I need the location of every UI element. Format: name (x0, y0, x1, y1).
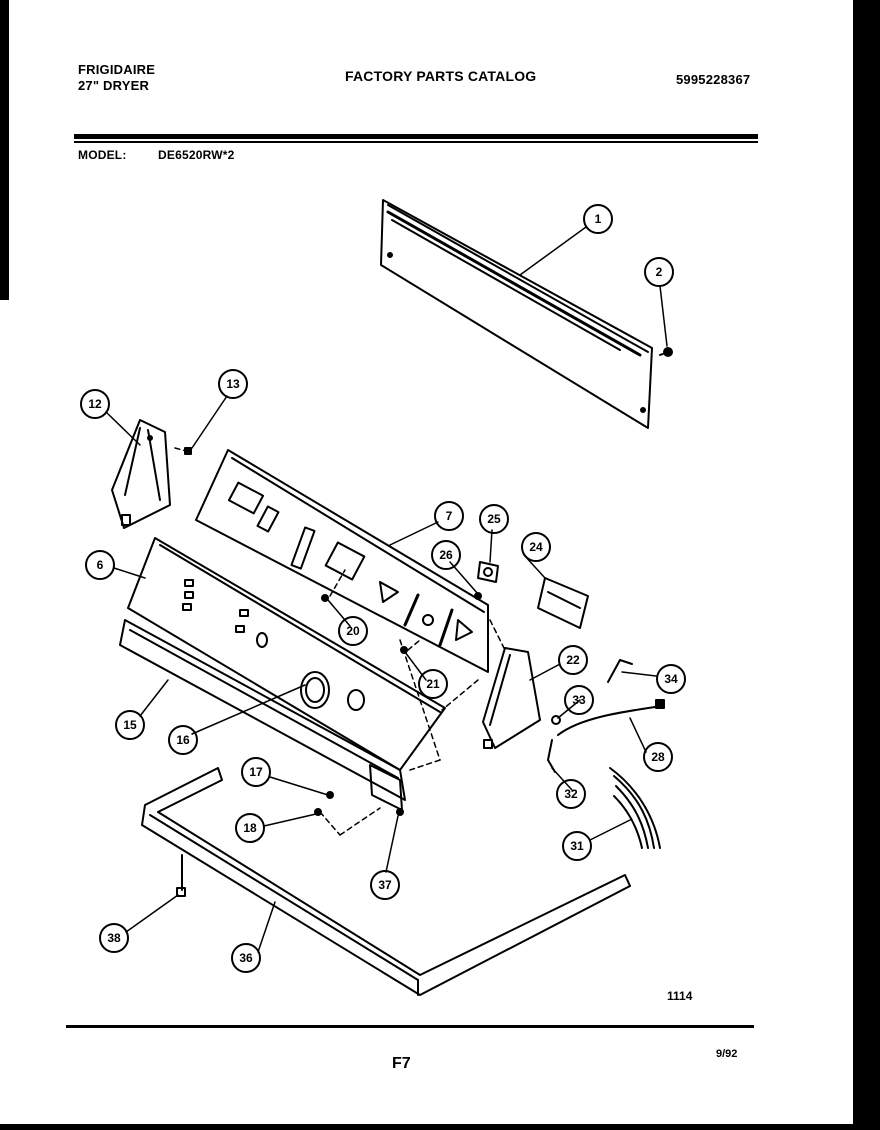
svg-text:28: 28 (651, 750, 665, 764)
assembly-guides (174, 447, 506, 836)
svg-text:36: 36 (239, 951, 253, 965)
callout-15: 15 (115, 710, 145, 740)
svg-text:1: 1 (595, 212, 602, 226)
brand-block: FRIGIDAIRE 27" DRYER (78, 62, 155, 94)
scan-edge-bottom (0, 1124, 880, 1130)
part-25-switch (477, 561, 499, 583)
part-36-top-frame (141, 767, 631, 996)
callout-20: 20 (338, 616, 368, 646)
part-31-wire-harness (609, 767, 661, 849)
svg-text:37: 37 (378, 878, 392, 892)
callout-21: 21 (418, 669, 448, 699)
footer-rule (66, 1025, 754, 1028)
svg-text:26: 26 (439, 548, 453, 562)
callout-22: 22 (558, 645, 588, 675)
part-1-top-panel (380, 199, 653, 429)
part-38-clip (176, 854, 186, 897)
part-34-bracket (607, 659, 633, 683)
part-20-clip (321, 594, 329, 602)
callout-33: 33 (564, 685, 594, 715)
callout-24: 24 (521, 532, 551, 562)
part-12-end-cap-left (111, 419, 171, 529)
catalog-title: FACTORY PARTS CATALOG (345, 68, 537, 84)
callout-6: 6 (85, 550, 115, 580)
brand-name: FRIGIDAIRE (78, 62, 156, 77)
svg-text:20: 20 (346, 624, 360, 638)
svg-text:21: 21 (426, 677, 440, 691)
callout-26: 26 (431, 540, 461, 570)
leader-lines (105, 226, 668, 953)
part-7-control-panel (195, 449, 489, 673)
model-value: DE6520RW*2 (158, 148, 235, 162)
svg-text:33: 33 (572, 693, 586, 707)
catalog-date: 9/92 (716, 1048, 738, 1060)
product-name: 27" DRYER (78, 78, 150, 93)
page-number: F7 (392, 1055, 411, 1072)
header-rule (74, 134, 758, 139)
part-6-console (127, 537, 446, 771)
svg-text:38: 38 (107, 931, 121, 945)
part-32-terminal (547, 739, 556, 773)
svg-text:12: 12 (88, 397, 102, 411)
callout-36: 36 (231, 943, 261, 973)
part-33-connector (551, 715, 561, 725)
svg-text:6: 6 (97, 558, 104, 572)
callouts: 1 2 6 7 12 13 15 16 17 18 20 21 22 24 25… (80, 204, 686, 973)
callout-12: 12 (80, 389, 110, 419)
part-22-end-cap-right (482, 647, 541, 749)
part-24-timer (537, 577, 589, 629)
svg-text:22: 22 (566, 653, 580, 667)
part-37-bracket (369, 764, 404, 816)
illustration-reference: 1114 (667, 989, 693, 1003)
callout-16: 16 (168, 725, 198, 755)
svg-text:31: 31 (570, 839, 584, 853)
part-28-wire (557, 699, 665, 736)
part-15-trim-strip (119, 619, 406, 801)
scan-edge-right (853, 0, 880, 1130)
callout-25: 25 (479, 504, 509, 534)
callout-37: 37 (370, 870, 400, 900)
scan-edge-left (0, 0, 9, 300)
callout-31: 31 (562, 831, 592, 861)
callout-18: 18 (235, 813, 265, 843)
callout-32: 32 (556, 779, 586, 809)
model-label: MODEL: (78, 148, 127, 162)
part-2-screw (659, 347, 673, 357)
svg-text:15: 15 (123, 718, 137, 732)
svg-text:13: 13 (226, 377, 240, 391)
svg-text:7: 7 (446, 509, 453, 523)
svg-text:16: 16 (176, 733, 190, 747)
svg-text:32: 32 (564, 787, 578, 801)
catalog-number: 5995228367 (676, 72, 751, 87)
callout-38: 38 (99, 923, 129, 953)
callout-7: 7 (434, 501, 464, 531)
svg-text:25: 25 (487, 512, 501, 526)
svg-text:34: 34 (664, 672, 678, 686)
callout-2: 2 (644, 257, 674, 287)
callout-17: 17 (241, 757, 271, 787)
callout-1: 1 (583, 204, 613, 234)
exploded-parts-diagram: 1 2 6 7 12 13 15 16 17 18 20 21 22 24 25… (80, 199, 686, 996)
svg-text:18: 18 (243, 821, 257, 835)
svg-text:24: 24 (529, 540, 543, 554)
svg-text:17: 17 (249, 765, 263, 779)
callout-28: 28 (643, 742, 673, 772)
header-rule-thin (74, 141, 758, 143)
callout-13: 13 (218, 369, 248, 399)
part-16-knob (300, 671, 330, 709)
callout-34: 34 (656, 664, 686, 694)
svg-text:2: 2 (656, 265, 663, 279)
